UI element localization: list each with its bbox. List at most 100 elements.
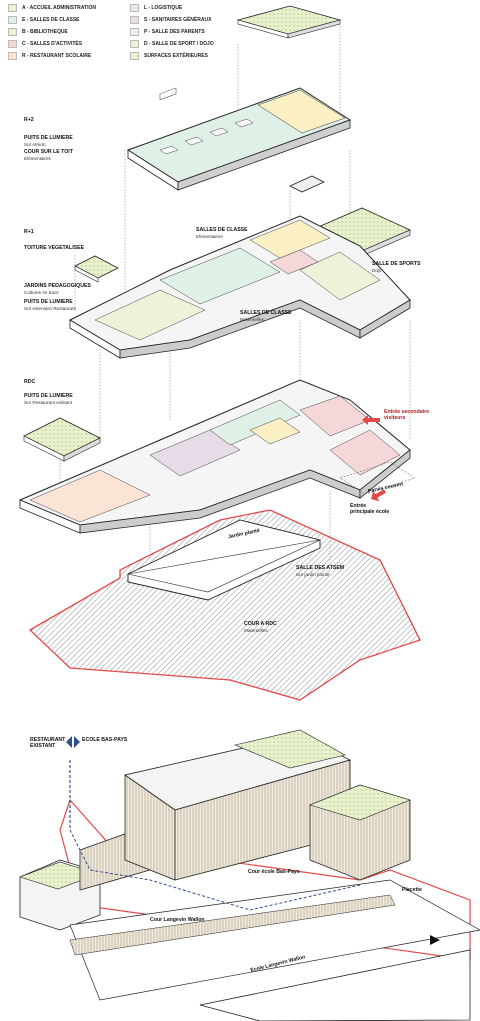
label-title: PUITS DE LUMIERE	[24, 393, 73, 399]
label-sub: Elémentaires	[196, 233, 223, 239]
legend-item: P - SALLE DES PARENTS	[130, 28, 205, 36]
legend-label: E - SALLES DE CLASSE	[22, 17, 80, 23]
legend-label: B - BIBLIOTHEQUE	[22, 29, 68, 35]
split-arrows-icon	[66, 736, 80, 748]
label-title: TOITURE VEGETALISEE	[24, 245, 85, 251]
label-title: PUITS DE LUMIERE	[24, 299, 73, 305]
label-cour-lw: Cour Langevin Wallon	[150, 917, 205, 924]
label-sub: Dojo	[372, 267, 382, 273]
legend-label: P - SALLE DES PARENTS	[144, 29, 205, 35]
legend-swatch	[130, 4, 139, 12]
legend-item: C - SALLES D'ACTIVITÉS	[8, 40, 82, 48]
label-title: SALLES DE CLASSE	[196, 227, 248, 233]
label-title: R+2	[24, 117, 34, 123]
label-ecole-bp: ECOLE BAS-PAYS	[82, 737, 128, 744]
label-sub: Sur jardin planté	[296, 571, 330, 577]
legend-swatch	[130, 16, 139, 24]
label-sub: visiteurs	[384, 414, 406, 421]
legend-item: E - SALLES DE CLASSE	[8, 16, 80, 24]
label-title: RESTAURANT	[30, 737, 66, 743]
legend-swatch	[130, 52, 139, 60]
legend-swatch	[8, 16, 17, 24]
legend-item: R - RESTAURANT SCOLAIRE	[8, 52, 91, 60]
aerial-view	[19, 729, 480, 1021]
legend-label: SURFACES EXTÉRIEURES	[144, 53, 208, 59]
floor-r1	[68, 215, 411, 359]
legend-item: SURFACES EXTÉRIEURES	[130, 52, 208, 60]
floor-r2	[126, 87, 352, 191]
label-title: PUITS DE LUMIERE	[24, 135, 73, 141]
red-arrow-icon	[371, 489, 386, 502]
label-sub: Sur Restaurant existant	[24, 399, 73, 405]
label-sub: Cultures en bacs	[24, 289, 59, 295]
legend-item: S - SANITAIRES GÉNÉRAUX	[130, 16, 211, 24]
floor-rdc	[18, 379, 416, 534]
label-r2: R+2	[24, 117, 34, 124]
label-placette: Placette	[402, 887, 422, 894]
label-sub: Elémentaires	[24, 155, 51, 161]
label-title: Cour école Bas-Pays	[248, 869, 300, 875]
label-sub: principale école	[350, 508, 390, 515]
label-title: Placette	[402, 887, 422, 893]
legend-item: A - ACCUEIL ADMINISTRATION	[8, 4, 96, 12]
label-title: SALLE DE SPORTS	[372, 261, 421, 267]
label-sub: Maternelles	[240, 316, 264, 322]
legend-swatch	[130, 40, 139, 48]
label-title: RDC	[24, 379, 36, 385]
legend-label: A - ACCUEIL ADMINISTRATION	[22, 5, 96, 11]
legend: A - ACCUEIL ADMINISTRATION E - SALLES DE…	[8, 4, 238, 84]
label-rdc: RDC	[24, 379, 36, 386]
skylight-restaurant-extension	[74, 255, 119, 283]
label-cour-bp: Cour école Bas-Pays	[248, 869, 300, 876]
label-title: SALLES DE CLASSE	[240, 310, 292, 316]
label-title: Entrée	[350, 503, 367, 509]
legend-item: B - BIBLIOTHEQUE	[8, 28, 68, 36]
label-title: SALLE DES ATSEM	[296, 565, 345, 571]
roof-skylight-top	[236, 5, 342, 39]
label-sub: Sur Atrium	[24, 141, 46, 147]
legend-swatch	[8, 52, 17, 60]
legend-item: D - SALLE DE SPORT / DOJO	[130, 40, 214, 48]
label-title: COUR A RDC	[244, 621, 277, 627]
legend-label: C - SALLES D'ACTIVITÉS	[22, 41, 83, 47]
label-title: Cour Langevin Wallon	[150, 917, 205, 923]
courtyard-rdc	[28, 509, 421, 701]
legend-label: D - SALLE DE SPORT / DOJO	[144, 41, 214, 47]
label-sub: Maternelles	[244, 627, 268, 633]
label-title: JARDINS PEDAGOGIQUES	[24, 283, 91, 289]
legend-swatch	[130, 28, 139, 36]
label-title: R+1	[24, 229, 34, 235]
legend-swatch	[8, 40, 17, 48]
red-arrow-icon	[362, 415, 380, 425]
label-title: ECOLE BAS-PAYS	[82, 737, 128, 743]
label-sub: Sur extension Restaurant	[24, 305, 76, 311]
legend-swatch	[8, 28, 17, 36]
legend-item: L - LOGISTIQUE	[130, 4, 182, 12]
label-title: COUR SUR LE TOIT	[24, 149, 73, 155]
label-toiture: TOITURE VEGETALISEE	[24, 245, 85, 252]
legend-label: L - LOGISTIQUE	[144, 5, 183, 11]
skylight-atrium-r1	[289, 175, 325, 193]
label-title: Entrée secondaire	[384, 409, 429, 415]
label-sub: EXISTANT	[30, 742, 56, 749]
label-r1: R+1	[24, 229, 34, 236]
legend-swatch	[8, 4, 17, 12]
skylight-restaurant	[23, 417, 101, 462]
legend-label: S - SANITAIRES GÉNÉRAUX	[144, 17, 212, 23]
legend-label: R - RESTAURANT SCOLAIRE	[22, 53, 92, 59]
